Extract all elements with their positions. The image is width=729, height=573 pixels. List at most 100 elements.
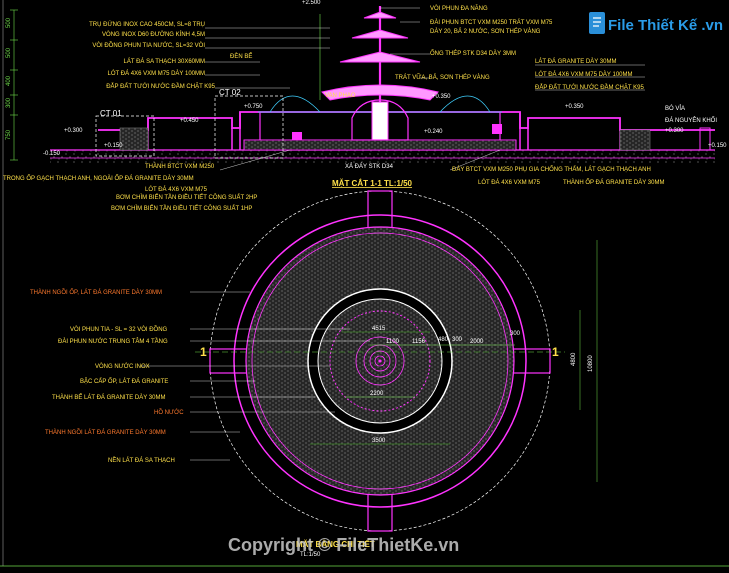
label-da-nguyen-khoi: ĐÁ NGUYÊN KHỐI bbox=[665, 116, 717, 124]
elev-8: +0.300 bbox=[665, 128, 684, 134]
label-dai-phun: ĐÀI PHUN BTCT VXM M250 TRÁT VXM M75 bbox=[430, 19, 553, 26]
logo-file-icon bbox=[589, 12, 605, 34]
label-lat-granite: LÁT ĐÁ GRANITE DÀY 30MM bbox=[535, 58, 616, 65]
plan-label-thanh-be: THÀNH BỂ LÁT ĐÁ GRANITE DÀY 30MM bbox=[52, 394, 165, 401]
label-day20: DÀY 20, BẢ 2 NƯỚC, SƠN THÉP VÀNG bbox=[430, 28, 541, 35]
plan-dim-2000: 2000 bbox=[470, 339, 484, 345]
elev-1: +0.300 bbox=[64, 128, 83, 134]
tier-3 bbox=[339, 51, 421, 63]
label-tru-dung: TRỤ ĐỨNG INOX CAO 450CM, SL=8 TRỤ bbox=[89, 21, 205, 28]
plan-label-bac-cap: BẬC CẤP ỐP, LÁT ĐÁ GRANITE bbox=[80, 378, 168, 385]
ct01-label: CT 01 bbox=[100, 109, 122, 118]
label-van-phao: VAN PHAO bbox=[325, 93, 356, 99]
right-step-fill bbox=[619, 129, 651, 151]
basin-bottom bbox=[243, 139, 517, 151]
label-lat-sa-thach: LÁT ĐÁ SA THẠCH 30X60MM bbox=[124, 58, 205, 65]
label-bom-1hp: BƠM CHÌM BIẾN TẦN ĐIỀU TIẾT CÔNG SUẤT 1H… bbox=[111, 205, 252, 212]
plan-dim-10800: 10800 bbox=[588, 355, 594, 372]
logo-lines-icon bbox=[593, 17, 601, 27]
fountain-tier-2-plan bbox=[369, 350, 391, 372]
label-thanh-btct: THÀNH BTCT VXM M250 bbox=[145, 163, 215, 170]
fountain-column bbox=[371, 101, 389, 141]
plan-dim-300a: 300 bbox=[452, 337, 463, 343]
elev-4: +0.750 bbox=[244, 104, 263, 110]
plan-dim-4800: 4800 bbox=[571, 352, 577, 366]
plan-label-voi-phun: VÒI PHUN TIA - SL = 32 VÒI ĐỒNG bbox=[70, 326, 168, 333]
fountain-tier-4-plan bbox=[355, 336, 405, 386]
elev-5: +0.350 bbox=[432, 94, 451, 100]
tier-2 bbox=[351, 29, 409, 39]
plan-dim-4515: 4515 bbox=[372, 326, 386, 332]
plan-dim-1156: 1156 bbox=[412, 339, 426, 345]
plan-caption-scale: TL:1/50 bbox=[300, 552, 321, 558]
plan-dim-lines bbox=[310, 240, 598, 482]
plan-dim-480: 480 bbox=[438, 337, 449, 343]
label-trat-vua: TRÁT VỮA, BẢ, SƠN THÉP VÀNG bbox=[395, 74, 490, 81]
ct01-box bbox=[95, 115, 155, 157]
fountain-tier-1-plan bbox=[374, 355, 386, 367]
dim-left-3: 400 bbox=[6, 75, 12, 86]
plan-view bbox=[140, 190, 598, 532]
tier-1 bbox=[363, 11, 397, 19]
section-marker-right: 1 bbox=[552, 345, 559, 359]
dim-left-4: 300 bbox=[6, 97, 12, 108]
water-ring bbox=[329, 310, 431, 412]
elev-6: +0.240 bbox=[424, 129, 443, 135]
plan-dim-1100: 1100 bbox=[386, 339, 400, 345]
plan-label-thanh-ngoi: THÀNH NGỒI ỐP, LÁT ĐÁ GRANITE DÀY 30MM bbox=[30, 289, 162, 296]
label-voi-phun: VÒI PHUN ĐA NĂNG bbox=[430, 5, 488, 12]
pump-right bbox=[492, 124, 502, 134]
dim-left-5: 750 bbox=[6, 129, 12, 140]
label-lot-da-right: LÓT ĐÁ 4X6 VXM M75 DÀY 100MM bbox=[535, 71, 632, 78]
elev-3: +0.450 bbox=[180, 118, 199, 124]
label-lot-da: LÓT ĐÁ 4X6 VXM M75 DÀY 100MM bbox=[108, 70, 205, 77]
section-title: MẶT CẮT 1-1 TL:1/50 bbox=[332, 179, 413, 188]
label-thanh-op: THÀNH ỐP ĐÁ GRANITE DÀY 30MM bbox=[563, 179, 664, 186]
label-vong-inox: VÒNG INOX D60 ĐƯỜNG KÍNH 4,5M bbox=[102, 31, 205, 38]
label-lot-da-bottom: LÓT ĐÁ 4X6 VXM M75 bbox=[145, 186, 208, 193]
paved-inner-edge bbox=[251, 232, 509, 490]
label-voi-dong: VÒI ĐỒNG PHUN TIA NƯỚC, SL=32 VÒI bbox=[92, 42, 205, 49]
plan-label-ho-nuoc: HỒ NƯỚC bbox=[154, 409, 184, 416]
section-leaders bbox=[205, 7, 645, 171]
label-bo-via: BÓ VỈA bbox=[665, 105, 685, 112]
label-xa-day: XẢ ĐÁY STK D34 bbox=[345, 163, 394, 170]
pump-left bbox=[292, 132, 302, 140]
water-jets bbox=[269, 95, 491, 113]
label-day-btct: ĐÁY BTCT VXM M250 PHỤ GIA CHỐNG THẤM, LÁ… bbox=[452, 166, 651, 173]
kerb bbox=[699, 127, 711, 151]
elev-9: +0.150 bbox=[708, 143, 727, 149]
plan-dim-300b: 300 bbox=[510, 331, 521, 337]
logo-text: File Thiết Kế .vn bbox=[608, 17, 723, 34]
label-trong-op: TRONG ỐP GẠCH THẠCH ANH, NGOÀI ỐP ĐÁ GRA… bbox=[3, 175, 194, 182]
plan-label-dai-phun: ĐÀI PHUN NƯỚC TRUNG TÂM 4 TẦNG bbox=[58, 338, 168, 345]
label-bom-2hp: BƠM CHÌM BIẾN TẦN ĐIỀU TIẾT CÔNG SUẤT 2H… bbox=[116, 194, 257, 201]
left-step-fill bbox=[119, 127, 149, 151]
tier-4 bbox=[321, 84, 439, 101]
dim-left-1: 500 bbox=[6, 17, 12, 28]
plan-caption: MẶT BẰNG CHI TIẾT bbox=[296, 539, 375, 549]
section-view bbox=[10, 6, 715, 171]
plan-dim-2200: 2200 bbox=[370, 391, 384, 397]
elev-7: +0.350 bbox=[565, 104, 584, 110]
plan-label-thanh-ngoi-2: THÀNH NGỒI LÁT ĐÁ GRANITE DÀY 30MM bbox=[45, 429, 166, 436]
plan-texts: THÀNH NGỒI ỐP, LÁT ĐÁ GRANITE DÀY 30MM V… bbox=[30, 289, 594, 558]
label-dap-dat: ĐẮP ĐẤT TƯỚI NƯỚC ĐẦM CHẶT K95 bbox=[106, 82, 215, 90]
label-lot-da-m75: LÓT ĐÁ 4X6 VXM M75 bbox=[478, 179, 541, 186]
section-texts: +2.500 TRỤ ĐỨNG INOX CAO 450CM, SL=8 TRỤ… bbox=[3, 0, 727, 212]
label-ong-thep: ỐNG THÉP STK D34 DÀY 3MM bbox=[430, 50, 516, 57]
label-den-be: ĐÈN BỂ bbox=[230, 53, 252, 60]
outer-ring bbox=[233, 214, 527, 508]
dim-left-2: 500 bbox=[6, 47, 12, 58]
elev-2: +0.150 bbox=[104, 143, 123, 149]
plan-dim-3500: 3500 bbox=[372, 438, 386, 444]
logo-watermark: File Thiết Kế .vn bbox=[589, 12, 723, 34]
basin-walls bbox=[231, 112, 529, 150]
ct02-label: CT 02 bbox=[219, 88, 241, 97]
fountain-base bbox=[351, 99, 409, 141]
elev-10: -0.150 bbox=[43, 151, 61, 157]
plan-label-vong-nuoc: VÒNG NƯỚC INOX bbox=[95, 363, 150, 370]
section-marker-left: 1 bbox=[200, 345, 207, 359]
top-elevation: +2.500 bbox=[302, 0, 321, 6]
